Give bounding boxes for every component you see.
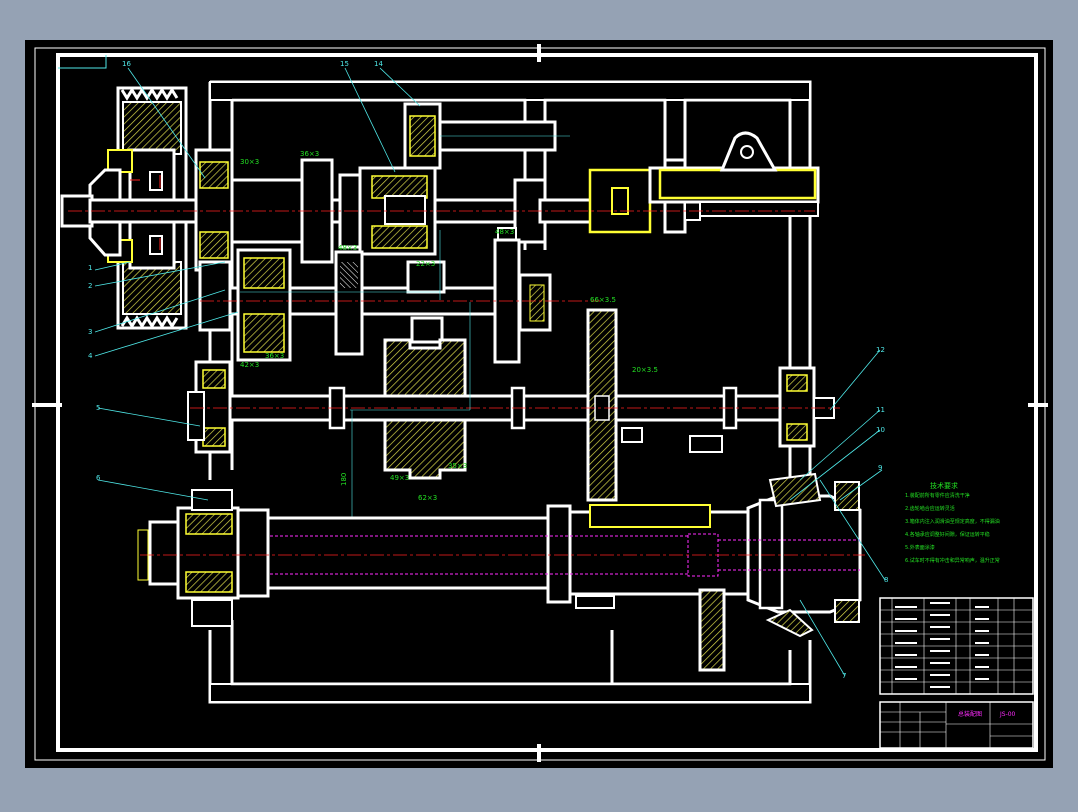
title-block-drawing-no: JS-00 xyxy=(999,711,1016,718)
input-shaft-assembly xyxy=(60,86,820,330)
corner-tag xyxy=(58,55,107,69)
note-line: 6.试车时不得有冲击和异常响声，温升正常 xyxy=(905,557,1000,564)
note-line: 1.装配前所有零件应清洗干净 xyxy=(905,492,970,499)
note-line: 3.箱体内注入润滑油至规定高度，不得漏油 xyxy=(905,518,1000,525)
balloon: 7 xyxy=(842,672,846,680)
title-block-name: 总装配图 xyxy=(958,710,982,718)
balloon: 9 xyxy=(878,464,882,472)
note-line: 2.齿轮啮合应运转灵活 xyxy=(905,505,955,512)
gear-label: 36×3 xyxy=(300,150,319,158)
housing-wall-fill xyxy=(209,81,811,703)
balloon: 14 xyxy=(374,60,383,68)
balloon: 5 xyxy=(96,404,100,412)
note-line: 5.外表面涂漆 xyxy=(905,544,935,551)
balloon: 15 xyxy=(340,60,349,68)
gear-label: 42×3 xyxy=(240,361,259,369)
gear-labels: 30×3 36×3 48×3 22×3 48×3 42×3 36×3 66×3.… xyxy=(240,150,658,502)
centering-marks xyxy=(32,44,1048,762)
balloon: 10 xyxy=(876,426,885,434)
balloon: 6 xyxy=(96,474,101,482)
center-dimension: 180 xyxy=(340,473,348,486)
balloon: 3 xyxy=(88,328,92,336)
gear-label: 66×3.5 xyxy=(590,296,616,304)
gear-label: 22×3 xyxy=(416,260,435,268)
gear-label: 30×3 xyxy=(240,158,259,166)
middle-shaft-assembly xyxy=(187,302,840,555)
output-shaft-assembly xyxy=(137,472,865,672)
balloon: 8 xyxy=(884,576,888,584)
gear-label: 20×3.5 xyxy=(632,366,658,374)
intermediate-shaft-assembly xyxy=(198,230,600,364)
notes-title: 技术要求 xyxy=(930,481,958,490)
balloon: 12 xyxy=(876,346,885,354)
balloon: 16 xyxy=(122,60,131,68)
inner-frame xyxy=(56,53,1038,752)
balloon: 4 xyxy=(88,352,93,360)
leader-lines xyxy=(94,67,886,677)
balloon-numbers: 16 15 14 1 2 3 4 5 6 7 8 9 10 11 12 xyxy=(88,60,888,680)
gear-label: 35×3 xyxy=(448,462,467,470)
gear-label: 48×3 xyxy=(338,244,357,252)
balloon: 11 xyxy=(876,406,885,414)
balloon: 1 xyxy=(88,264,92,272)
gear-label: 62×3 xyxy=(418,494,437,502)
parts-list xyxy=(879,597,1034,695)
technical-notes: 技术要求 1.装配前所有零件应清洗干净 2.齿轮啮合应运转灵活 3.箱体内注入润… xyxy=(905,481,1000,564)
gear-label: 49×3 xyxy=(390,474,409,482)
balloon: 2 xyxy=(88,282,92,290)
gear-label: 36×3 xyxy=(265,352,284,360)
title-block: 总装配图 JS-00 xyxy=(879,701,1034,749)
note-line: 4.各轴承应调整好间隙，保证运转平稳 xyxy=(905,531,990,538)
gear-label: 48×3 xyxy=(495,228,514,236)
